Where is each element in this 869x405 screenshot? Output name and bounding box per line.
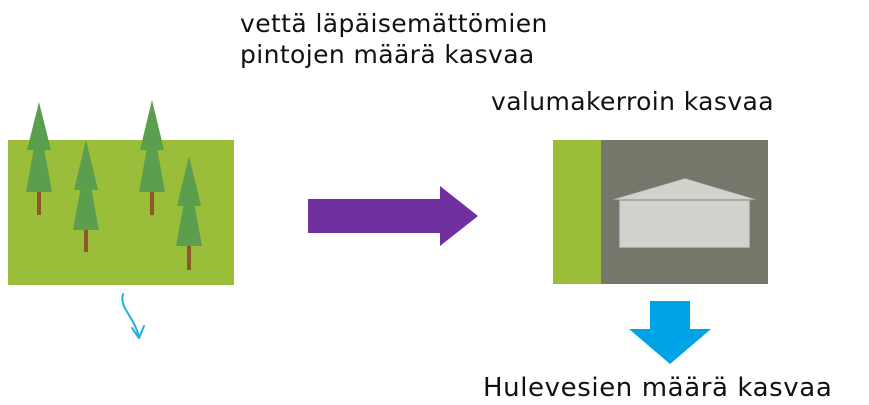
caption-line-2: pintojen määrä kasvaa (240, 40, 535, 69)
tree-trunk (150, 185, 154, 215)
caption-runoff-coefficient: valumakerroin kasvaa (491, 87, 774, 116)
runoff-arrow-icon (629, 301, 711, 364)
caption-stormwater: Hulevesien määrä kasvaa (483, 373, 833, 403)
urban-scene (553, 140, 768, 284)
tree-foliage (73, 160, 99, 230)
forest-scene (8, 100, 234, 339)
tree (176, 156, 202, 270)
grass-strip (553, 140, 601, 284)
tree-foliage (176, 176, 202, 246)
tree (73, 140, 99, 252)
tree-foliage (26, 120, 52, 192)
tree-trunk (37, 185, 41, 215)
house-wall (618, 198, 751, 249)
tree (139, 100, 165, 215)
infiltration-arrowhead-icon (131, 325, 145, 339)
house-roof (609, 177, 760, 201)
infiltration-arrow-icon (121, 293, 140, 338)
caption-line-1: vettä läpäisemättömien (240, 9, 548, 38)
transition-arrow-icon (308, 186, 478, 246)
caption-impervious-surfaces: vettä läpäisemättömien pintojen määrä ka… (240, 8, 548, 70)
tree-trunk (187, 238, 191, 270)
tree (26, 102, 52, 215)
tree-foliage (139, 120, 165, 192)
tree-trunk (84, 222, 88, 252)
